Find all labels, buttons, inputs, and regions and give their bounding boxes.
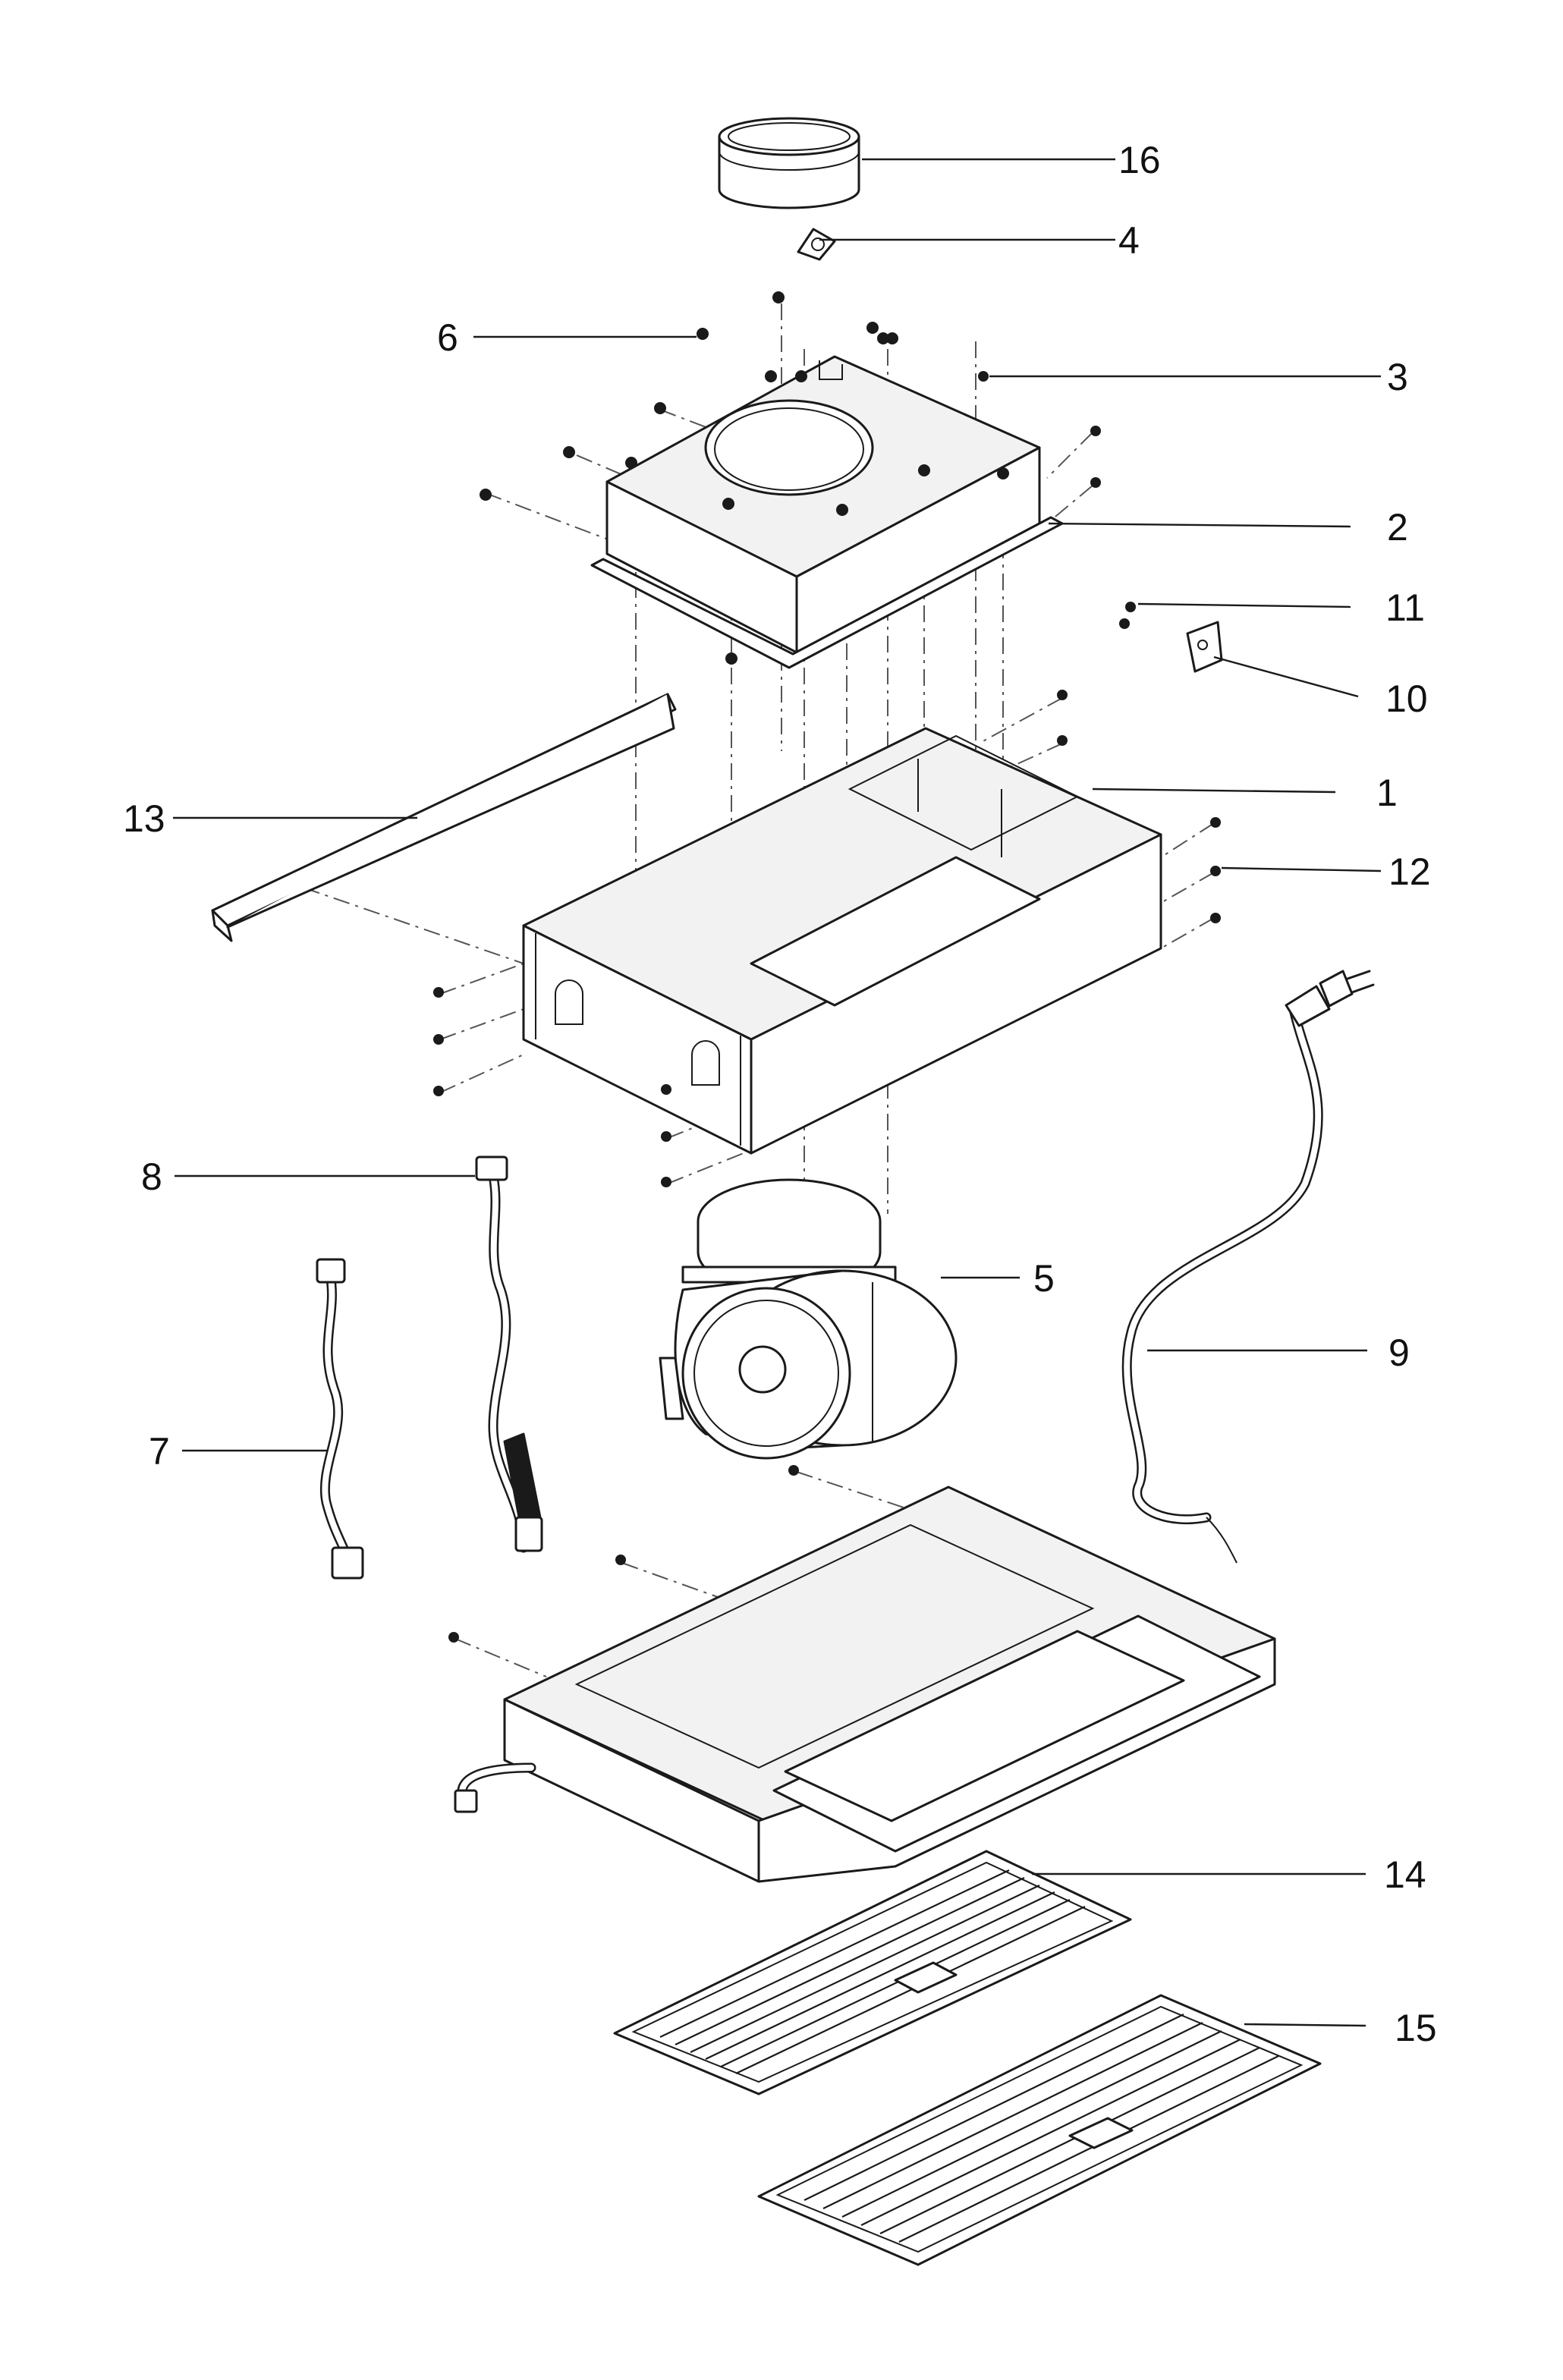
leader-lines (173, 158, 1382, 2027)
switch-bracket-part-10 (1186, 621, 1223, 673)
callout-13: 13 (123, 797, 165, 840)
callout-15: 15 (1395, 2007, 1437, 2049)
callout-7: 7 (149, 1430, 170, 1473)
callout-6: 6 (437, 316, 458, 359)
callout-9: 9 (1388, 1331, 1410, 1374)
callout-14: 14 (1384, 1853, 1426, 1896)
wire-harness-part-8 (475, 1155, 543, 1553)
blower-motor-part-5 (659, 1178, 958, 1460)
grease-filter-part-15 (757, 1994, 1322, 2266)
callout-1: 1 (1376, 772, 1398, 814)
damper-bracket-part-4 (797, 228, 836, 261)
grease-filter-part-14 (613, 1850, 1132, 2095)
callout-8: 8 (141, 1155, 162, 1198)
top-cover-part-2 (590, 355, 1064, 669)
wire-harness-part-7 (316, 1258, 364, 1580)
callout-12: 12 (1388, 850, 1431, 893)
callout-11: 11 (1385, 586, 1425, 629)
callout-16: 16 (1118, 139, 1161, 181)
duct-collar-part-16 (718, 117, 860, 209)
callout-4: 4 (1118, 219, 1140, 262)
callout-labels: 16 4 6 3 2 11 10 13 1 12 8 5 9 7 14 15 (123, 139, 1437, 2049)
callout-10: 10 (1385, 678, 1428, 720)
power-cord-part-9 (1121, 970, 1375, 1564)
bottom-chassis-tray (454, 1486, 1276, 1883)
screws (433, 291, 1221, 1643)
callout-3: 3 (1387, 356, 1408, 398)
main-body-part-1 (522, 727, 1162, 1155)
angle-rail-part-13 (211, 693, 677, 942)
callout-5: 5 (1033, 1257, 1055, 1300)
callout-2: 2 (1387, 506, 1408, 549)
